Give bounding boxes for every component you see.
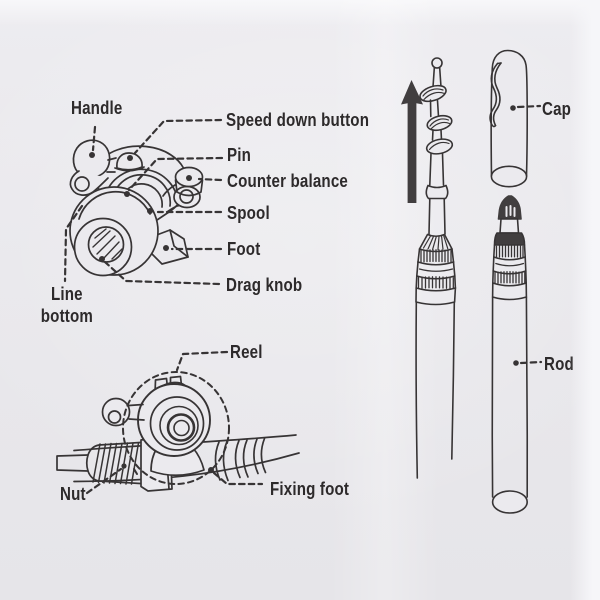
paper-highlight-right: [570, 0, 600, 600]
reel-dashed-circle: [122, 371, 230, 485]
label-spool: Spool: [227, 203, 270, 223]
leader-pin: [127, 156, 224, 192]
label-foot: Foot: [227, 239, 261, 259]
label-line-bottom: Line bottom: [40, 284, 93, 326]
mounted-reel-drawing: [56, 375, 300, 492]
leader-speed-down-button: [133, 118, 223, 155]
label-counter-balance: Counter balance: [227, 171, 348, 191]
handle-knob: [69, 139, 117, 196]
leader-cap: [516, 104, 542, 109]
label-handle: Handle: [71, 98, 123, 118]
leader-lines: [63, 104, 543, 495]
leader-rod: [519, 360, 543, 365]
pen-rod-drawing: [401, 49, 529, 514]
leader-counter-balance: [197, 177, 223, 182]
drag-knob-spool: [69, 186, 159, 277]
rod-plug: [493, 195, 526, 246]
label-rod: Rod: [544, 354, 574, 374]
label-nut: Nut: [60, 484, 86, 504]
up-arrow-icon: [401, 80, 423, 203]
pen-cap: [489, 49, 528, 188]
pin-dome: [114, 152, 145, 172]
label-pin: Pin: [227, 145, 252, 165]
label-reel: Reel: [230, 342, 263, 362]
leader-reel: [175, 350, 229, 372]
leader-line-bottom: [63, 204, 84, 283]
label-fixing-foot: Fixing foot: [270, 479, 350, 499]
label-speed-down-button: Speed down button: [226, 110, 370, 130]
label-cap: Cap: [542, 99, 572, 119]
leader-fixing-foot: [212, 471, 264, 486]
rod-collapsed-sections: [415, 233, 457, 306]
reel-top-view-drawing: [69, 139, 204, 277]
paper-highlight-top: [0, 0, 600, 26]
leader-handle: [91, 125, 97, 152]
leader-drag-knob: [103, 260, 221, 286]
leader-dots: [89, 105, 519, 473]
rod-tip: [419, 57, 454, 235]
leader-nut: [85, 467, 123, 495]
label-drag-knob: Drag knob: [226, 275, 303, 295]
rod-barrel: [415, 301, 456, 479]
capped-rod-barrel: [491, 296, 529, 514]
grip-rings: [214, 437, 267, 482]
cap-clip: [489, 62, 502, 128]
capped-rod-sections: [491, 244, 528, 301]
